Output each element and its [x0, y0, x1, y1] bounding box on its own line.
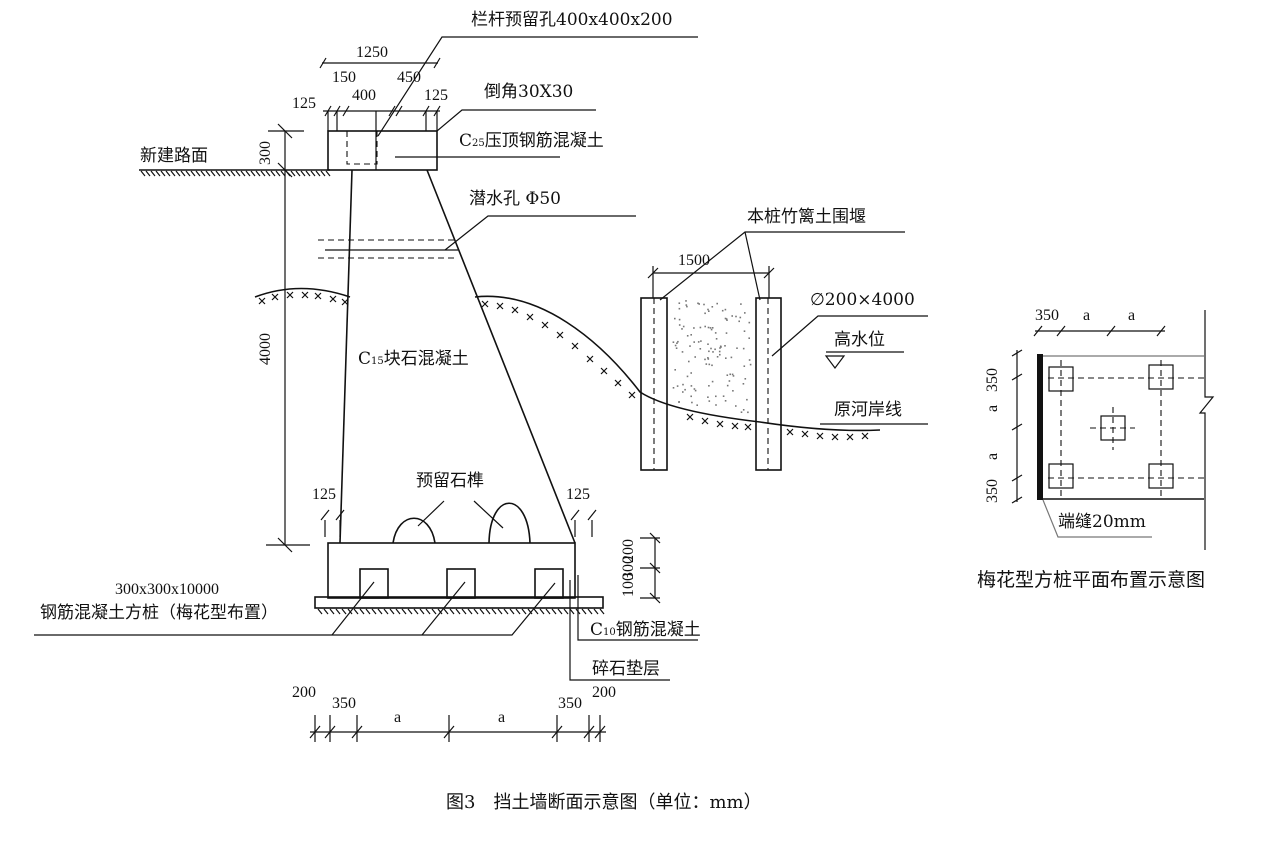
figure-caption: 图3 挡土墙断面示意图（单位：mm） — [446, 792, 762, 813]
original-soil — [254, 287, 881, 441]
road-surface — [139, 169, 331, 177]
cofferdam — [640, 231, 928, 471]
gravel-label: 碎石垫层 — [592, 659, 660, 679]
wall-body — [318, 169, 576, 544]
dim-450: 450 — [397, 69, 421, 86]
foundation-base — [34, 500, 698, 681]
dim-400: 400 — [352, 87, 376, 104]
pile-spacing-dimension — [309, 715, 606, 742]
dim-200-left: 200 — [292, 684, 316, 701]
weep-hole-label: 潜水孔 Φ50 — [469, 189, 561, 209]
dim-a-1: a — [394, 709, 401, 726]
dim-1250: 1250 — [356, 44, 388, 61]
plan-dim-a-top-1: a — [1083, 307, 1090, 324]
dim-350-right: 350 — [558, 695, 582, 712]
bank-line-label: 原河岸线 — [834, 400, 902, 420]
dim-350-left: 350 — [332, 695, 356, 712]
coping-cap — [327, 111, 438, 171]
chamfer-label: 倒角30X30 — [484, 82, 573, 102]
cap-label: C25压顶钢筋混凝土 — [459, 131, 604, 151]
railing-hole-label: 栏杆预留孔400x400x200 — [471, 10, 673, 30]
plan-dim-350-top: 350 — [1035, 307, 1059, 324]
plan-dim-350-left-bottom: 350 — [984, 479, 1001, 503]
high-water-label: 高水位 — [834, 330, 885, 350]
cap-dimensions: 1250 150 450 400 125 125 — [292, 44, 448, 117]
dim-125-left: 125 — [292, 95, 316, 112]
height-dimension — [266, 123, 310, 553]
dim-150: 150 — [332, 69, 356, 86]
dim-125-base-left: 125 — [312, 486, 336, 503]
dim-200-right: 200 — [592, 684, 616, 701]
dim-200: 200 — [620, 539, 637, 563]
dim-100: 100 — [620, 573, 637, 597]
pile-spec-label: ∅200×4000 — [810, 290, 915, 310]
dim-125-base-right: 125 — [566, 486, 590, 503]
plan-title: 梅花型方桩平面布置示意图 — [977, 569, 1205, 591]
base-label: C10钢筋混凝土 — [590, 620, 701, 640]
plan-dim-a-top-2: a — [1128, 307, 1135, 324]
square-pile-label: 钢筋混凝土方桩（梅花型布置） — [40, 603, 278, 623]
body-label: C15块石混凝土 — [358, 349, 469, 369]
dim-125-right: 125 — [424, 87, 448, 104]
dim-300-base: 300 — [620, 556, 637, 580]
tenon-label: 预留石榫 — [416, 471, 484, 491]
dim-1500: 1500 — [678, 252, 710, 269]
road-label: 新建路面 — [140, 146, 208, 166]
dim-300-cap: 300 — [257, 141, 274, 165]
dim-a-2: a — [498, 709, 505, 726]
plan-dim-a-left-1: a — [984, 405, 1001, 412]
pile-plan-view — [1011, 310, 1215, 550]
square-pile-size: 300x300x10000 — [115, 581, 219, 598]
plan-dim-350-left-top: 350 — [984, 368, 1001, 392]
dim-4000: 4000 — [257, 333, 274, 365]
joint-label: 端缝20mm — [1058, 512, 1146, 532]
plan-dim-a-left-2: a — [984, 453, 1001, 460]
leader-lines-top — [377, 36, 698, 251]
cofferdam-label: 本桩竹篱土围堰 — [747, 207, 866, 227]
